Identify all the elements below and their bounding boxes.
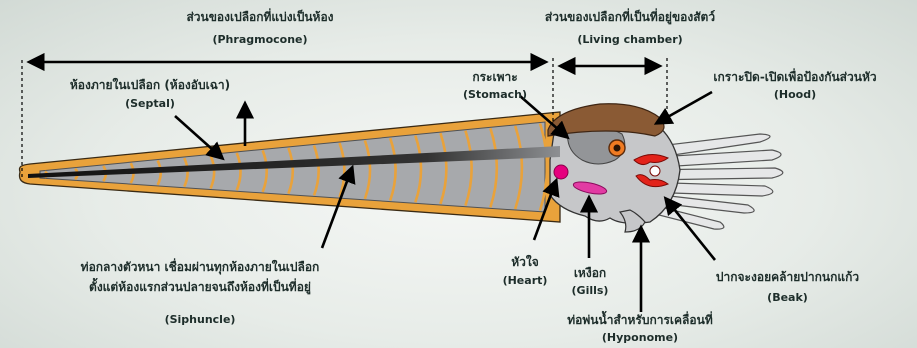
gills-label-en: (Gills) [555, 284, 625, 298]
hood [548, 104, 664, 136]
siphuncle-label-th2: ตั้งแต่ห้องแรกส่วนปลายจนถึงห้องที่เป็นที… [55, 280, 345, 295]
heart-label-en: (Heart) [490, 274, 560, 288]
hood-label-th: เกราะปิด-เปิดเพื่อป้องกันส่วนหัว [690, 70, 900, 85]
septal-label-en: (Septal) [55, 97, 245, 111]
gills-label-th: เหงือก [555, 266, 625, 281]
heart [554, 165, 568, 179]
stomach-label-en: (Stomach) [440, 88, 550, 102]
septal-label-th: ห้องภายในเปลือก (ห้องอับเฉา) [55, 78, 245, 93]
hyponome-label-th: ท่อพ่นน้ำสำหรับการเคลื่อนที่ [555, 313, 725, 328]
living-chamber-label-en: (Living chamber) [530, 33, 730, 47]
stomach-label-th: กระเพาะ [440, 70, 550, 85]
living-chamber-label-th: ส่วนของเปลือกที่เป็นที่อยู่ของสัตว์ [530, 10, 730, 25]
hood-label-en: (Hood) [690, 88, 900, 102]
hyponome-label-en: (Hyponome) [555, 331, 725, 345]
siphuncle-label-th1: ท่อกลางตัวหนา เชื่อมผ่านทุกห้องภายในเปลื… [55, 260, 345, 275]
phragmocone-label-en: (Phragmocone) [170, 33, 350, 47]
eye-icon [609, 140, 625, 156]
beak-label-en: (Beak) [700, 291, 875, 305]
heart-label-th: หัวใจ [490, 255, 560, 270]
beak-label-th: ปากจะงอยคล้ายปากนกแก้ว [700, 270, 875, 285]
siphuncle-label-en: (Siphuncle) [140, 313, 260, 327]
phragmocone-label-th: ส่วนของเปลือกที่แบ่งเป็นห้อง [170, 10, 350, 25]
